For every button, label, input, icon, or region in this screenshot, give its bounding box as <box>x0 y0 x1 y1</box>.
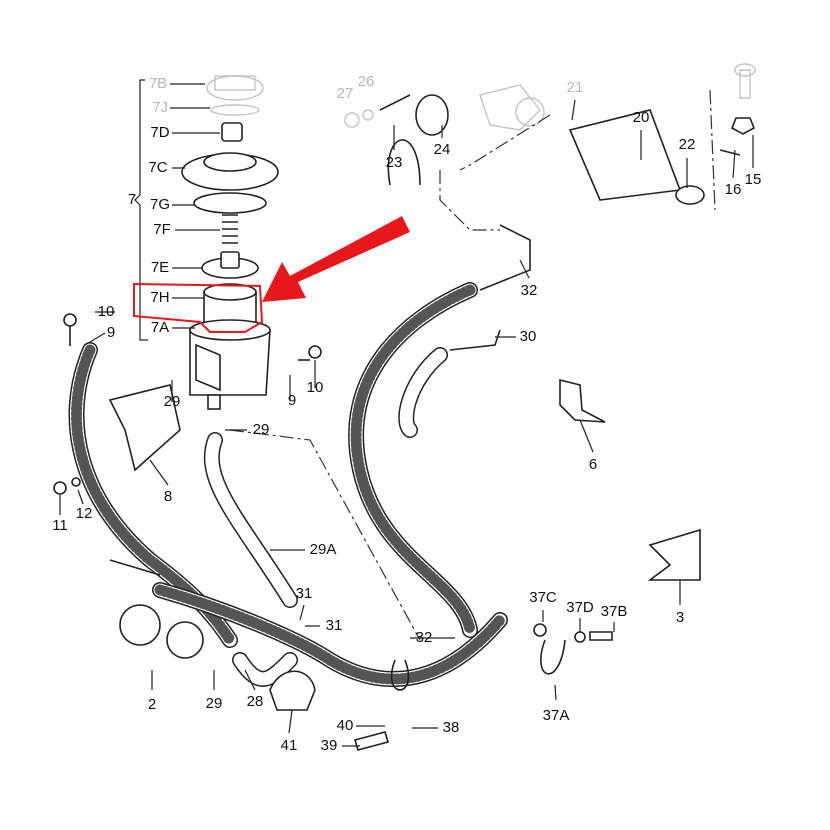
label-22[interactable]: 22 <box>679 136 696 153</box>
label-23[interactable]: 23 <box>386 154 403 171</box>
misc-parts <box>53 94 756 751</box>
label-29[interactable]: 29 <box>206 695 223 712</box>
part-16 <box>719 149 741 156</box>
dash-line <box>709 89 716 211</box>
label-37D[interactable]: 37D <box>566 599 594 616</box>
part-7G <box>193 192 267 214</box>
label-7A[interactable]: 7A <box>151 319 169 336</box>
label-21[interactable]: 21 <box>567 79 584 96</box>
label-7F[interactable]: 7F <box>153 221 171 238</box>
label-39[interactable]: 39 <box>321 737 338 754</box>
label-7H[interactable]: 7H <box>150 289 169 306</box>
reservoir-stack <box>181 122 279 410</box>
label-12[interactable]: 12 <box>76 505 93 522</box>
label-16[interactable]: 16 <box>725 181 742 198</box>
part-7D <box>221 122 243 142</box>
label-29[interactable]: 29 <box>164 393 181 410</box>
part-labels: 7B 7J 7D 7C 7 7G 7F 7E 7H 7A 10 9 29 9 1… <box>52 73 761 754</box>
label-29A[interactable]: 29A <box>310 541 337 558</box>
label-10[interactable]: 10 <box>307 379 324 396</box>
highlight-box-7H <box>133 282 264 333</box>
label-9[interactable]: 9 <box>288 392 296 409</box>
part-7F <box>222 214 238 244</box>
label-7E[interactable]: 7E <box>151 259 169 276</box>
part-6 <box>559 378 606 423</box>
label-41[interactable]: 41 <box>281 737 298 754</box>
label-40[interactable]: 40 <box>337 717 354 734</box>
dash-line <box>459 114 551 171</box>
label-32[interactable]: 32 <box>521 282 538 299</box>
label-30[interactable]: 30 <box>520 328 537 345</box>
part-41 <box>269 670 316 711</box>
faded-background-parts <box>206 63 756 131</box>
label-20[interactable]: 20 <box>633 109 650 126</box>
part-15 <box>730 117 756 135</box>
leader-lines <box>59 83 754 747</box>
label-28[interactable]: 28 <box>247 693 264 710</box>
label-37C[interactable]: 37C <box>529 589 557 606</box>
label-6[interactable]: 6 <box>589 456 597 473</box>
label-37A[interactable]: 37A <box>543 707 570 724</box>
label-10[interactable]: 10 <box>98 303 115 320</box>
label-15[interactable]: 15 <box>745 171 762 188</box>
label-7G[interactable]: 7G <box>150 196 170 213</box>
part-23 <box>379 94 421 186</box>
dash-line <box>439 170 500 231</box>
part-22 <box>675 185 705 205</box>
label-38[interactable]: 38 <box>443 719 460 736</box>
label-7J[interactable]: 7J <box>152 99 168 116</box>
label-27[interactable]: 27 <box>337 85 354 102</box>
label-9[interactable]: 9 <box>107 324 115 341</box>
label-24[interactable]: 24 <box>434 141 451 158</box>
label-31[interactable]: 31 <box>296 585 313 602</box>
part-8 <box>108 384 181 472</box>
part-24 <box>415 94 449 136</box>
label-29[interactable]: 29 <box>253 421 270 438</box>
label-8[interactable]: 8 <box>164 488 172 505</box>
part-3 <box>647 528 701 581</box>
label-32[interactable]: 32 <box>416 629 433 646</box>
label-7C[interactable]: 7C <box>148 159 167 176</box>
hoses <box>68 224 531 688</box>
dash-line <box>229 429 421 641</box>
label-26[interactable]: 26 <box>358 73 375 90</box>
label-7D[interactable]: 7D <box>150 124 169 141</box>
label-7B[interactable]: 7B <box>149 75 167 92</box>
group-7-bracket <box>134 79 148 341</box>
red-arrow-icon <box>262 216 410 302</box>
part-20 <box>568 109 682 201</box>
label-31[interactable]: 31 <box>326 617 343 634</box>
label-2[interactable]: 2 <box>148 696 156 713</box>
part-37A <box>540 639 566 675</box>
label-3[interactable]: 3 <box>676 609 684 626</box>
label-11[interactable]: 11 <box>52 517 68 534</box>
part-2 <box>119 604 161 646</box>
label-7[interactable]: 7 <box>128 191 136 208</box>
label-37B[interactable]: 37B <box>601 603 628 620</box>
